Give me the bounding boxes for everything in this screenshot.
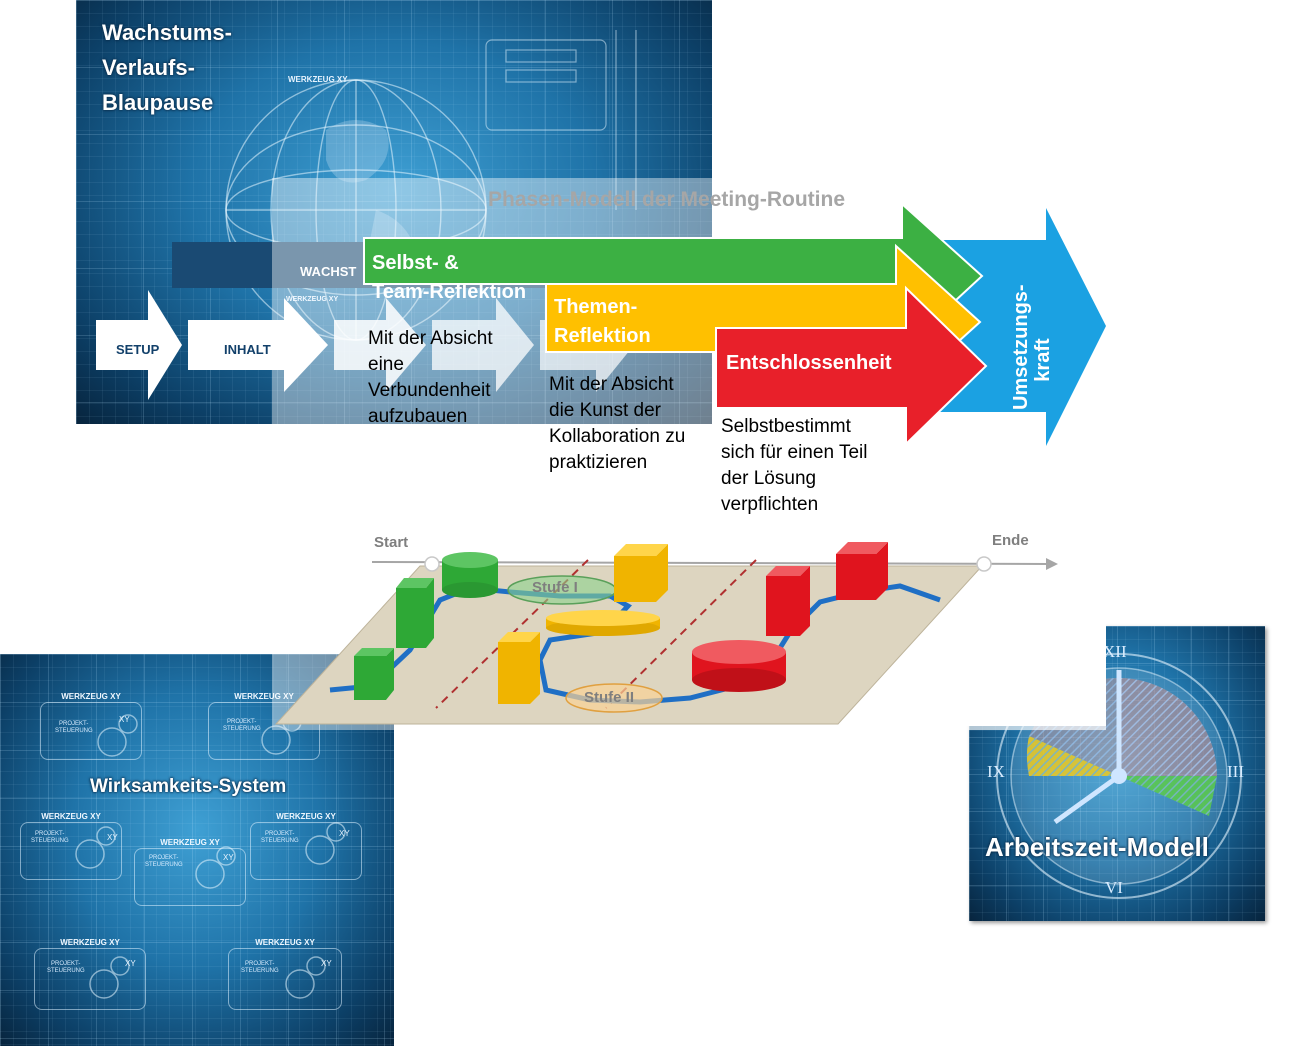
phase2-desc-line4: praktizieren	[549, 452, 648, 473]
phase2-desc: Mit der Absicht die Kunst der Kollaborat…	[549, 372, 685, 476]
phase2-desc-line3: Kollaboration zu	[549, 426, 686, 447]
tool-label-top: WERKZEUG XY	[288, 75, 348, 84]
stage1-label: Stufe I	[532, 579, 578, 596]
phase3-desc-line1: Selbstbestimmt	[721, 416, 851, 437]
red-block-2	[836, 542, 888, 600]
phase2-desc-line1: Mit der Absicht	[549, 374, 674, 395]
tool-box-6: WERKZEUG XY PROJEKT- STEUERUNG XY	[34, 938, 146, 1010]
numeral-vi: VI	[1105, 878, 1123, 897]
worktime-title: Arbeitszeit-Modell	[985, 832, 1209, 862]
phase1-title-line2: Team-Reflektion	[372, 281, 527, 303]
red-cylinder	[692, 640, 786, 692]
decor-lines	[485, 30, 637, 210]
red-block-1	[766, 566, 810, 636]
effectiveness-title: Wirksamkeits-System	[90, 776, 287, 797]
numeral-iii: III	[1227, 762, 1244, 781]
phase3-desc-line3: der Lösung	[721, 468, 817, 489]
phase-model-title: Phasen-Modell der Meeting-Routine	[488, 188, 846, 211]
numeral-ix: IX	[987, 762, 1005, 781]
tool-box-3: WERKZEUG XY PROJEKT- STEUERUNG XY	[20, 812, 122, 880]
yellow-block-1	[614, 544, 668, 602]
yellow-block-2	[498, 632, 540, 704]
phase1-desc-line2: eine	[368, 354, 404, 375]
growth-title-line2: Verlaufs-	[102, 55, 195, 80]
step-setup: SETUP	[116, 342, 160, 357]
yellow-disc	[546, 610, 660, 636]
growth-title-line1: Wachstums-	[102, 20, 232, 45]
phase1-desc-line4: aufzubauen	[368, 406, 468, 427]
growth-title-line3: Blaupause	[102, 90, 214, 115]
green-block-2	[396, 578, 434, 648]
stage2-label: Stufe II	[584, 689, 635, 706]
phase3-desc-line2: sich für einen Teil	[721, 442, 868, 463]
tool-box-1: WERKZEUG XY PROJEKT- STEUERUNG XY	[40, 692, 142, 760]
tool-label-mid: WERKZEUG XY	[286, 296, 339, 303]
phase2-title-line2: Reflektion	[554, 325, 651, 347]
green-block-1	[354, 648, 394, 700]
timeline-end-label: Ende	[992, 532, 1029, 549]
phase1-desc: Mit der Absicht eine Verbundenheit aufzu…	[368, 326, 493, 430]
phase2-desc-line2: die Kunst der	[549, 400, 661, 421]
numeral-xii: XII	[1103, 642, 1127, 661]
phase3-desc: Selbstbestimmt sich für einen Teil der L…	[721, 414, 867, 518]
tool-box-7: WERKZEUG XY PROJEKT- STEUERUNG XY	[228, 938, 342, 1010]
green-cylinder	[442, 552, 498, 598]
phase3-title: Entschlossenheit	[726, 352, 892, 374]
step-inhalt: INHALT	[224, 342, 271, 357]
phase1-desc-line1: Mit der Absicht	[368, 328, 493, 349]
growth-band-label: WACHST	[300, 264, 357, 279]
phase3-desc-line4: verpflichten	[721, 494, 819, 515]
tool-box-4: WERKZEUG XY PROJEKT- STEUERUNG XY	[134, 838, 246, 906]
phase1-title-line1: Selbst- &	[372, 252, 459, 274]
phase1-desc-line3: Verbundenheit	[368, 380, 491, 401]
worktime-overlap-veil	[969, 626, 1106, 730]
timeline-start-label: Start	[374, 534, 409, 551]
phase2-title-line1: Themen-	[554, 296, 638, 318]
